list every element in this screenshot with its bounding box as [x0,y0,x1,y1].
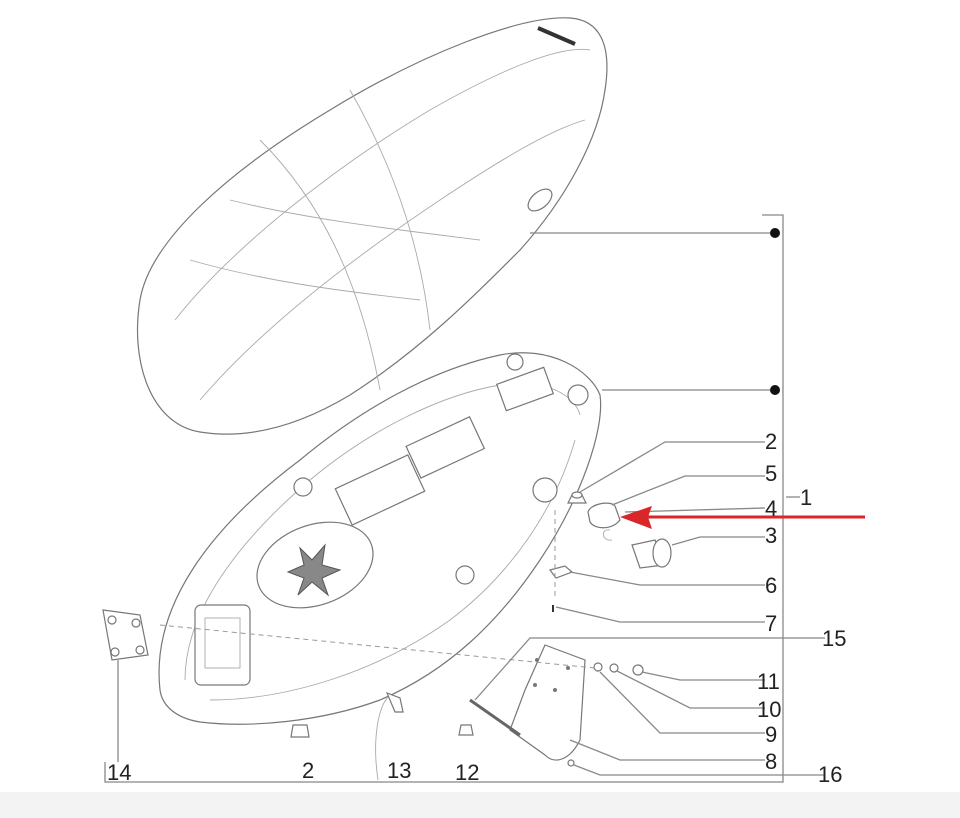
callout-6: 6 [765,573,777,598]
callout-2-upper: 2 [765,429,777,454]
callout-15: 15 [822,626,846,651]
callout-14: 14 [107,760,131,785]
callout-1: 1 [800,485,812,510]
callout-labels: 2 5 4 1 3 6 7 15 11 10 9 8 16 14 2 13 12 [107,429,846,787]
callout-3: 3 [765,523,777,548]
leader-lines [104,214,825,783]
callout-10: 10 [757,697,781,722]
callout-12: 12 [455,760,479,785]
highlight-arrow [620,506,865,529]
callout-5: 5 [765,461,777,486]
bottom-strip [0,792,960,818]
brand-logo [537,26,576,46]
callout-11: 11 [757,669,780,694]
callout-8: 8 [765,749,777,774]
seat-cushion [136,17,608,435]
callout-4: 4 [765,496,777,521]
callout-7: 7 [765,611,777,636]
callout-2-lower: 2 [302,758,314,783]
callout-9: 9 [765,722,777,747]
seat-base [158,352,602,725]
callout-13: 13 [387,758,411,783]
callout-16: 16 [818,762,842,787]
small-parts [102,491,672,781]
